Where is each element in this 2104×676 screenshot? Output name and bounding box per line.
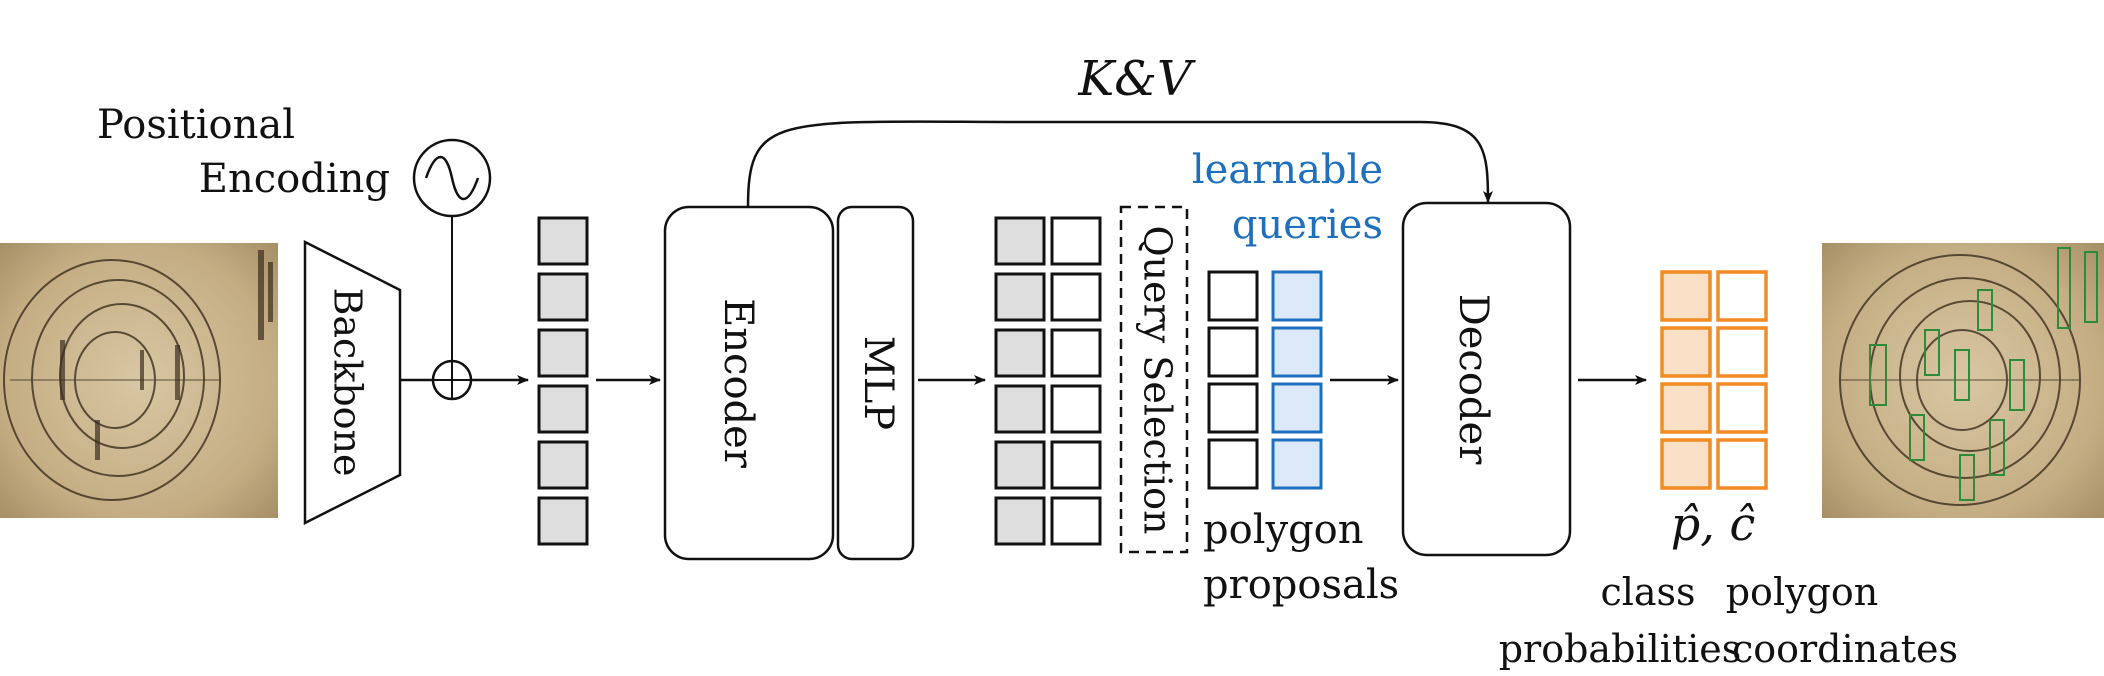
learnable-queries-label-line1: learnable [1192,147,1383,193]
positional-encoding-label-line2: Encoding [199,156,390,202]
output-polygon-boxes [1869,247,2098,501]
add-icon [431,359,473,401]
decoder-block: Decoder [1401,201,1572,557]
sine-wave-icon [412,138,492,218]
mlp-label: MLP [855,336,901,430]
polygon-proposals-label-line1: polygon [1203,507,1364,553]
input-image-scribbles [60,250,273,460]
polygon-coordinates-label-line1: polygon [1726,570,1879,614]
kv-label: K&V [1077,51,1196,107]
input-image [0,243,278,518]
proposal-tokens-gray [994,216,1046,546]
class-probabilities-label-line2: probabilities [1499,627,1742,671]
output-image [1822,243,2104,518]
polygon-proposal-tokens [1207,270,1259,490]
decoder-label: Decoder [1450,294,1496,466]
mlp-block: MLP [836,205,915,561]
class-probabilities-label-line1: class [1600,570,1695,614]
backbone-label: Backbone [326,287,370,476]
proposal-tokens-white [1050,216,1102,546]
polygon-coordinates-label-line2: coordinates [1732,627,1958,671]
learnable-query-tokens [1271,270,1323,490]
query-selection-block: Query Selection [1119,205,1189,554]
polygon-coordinate-tokens [1716,270,1768,490]
learnable-queries-label-line2: queries [1232,202,1383,248]
backbone-block: Backbone [303,239,402,526]
kv-arrow [746,120,1493,208]
class-probability-tokens [1660,270,1712,490]
encoder-label: Encoder [715,298,761,469]
encoder-block: Encoder [663,205,835,561]
output-symbols: p̂, ĉ [1671,497,1755,551]
feature-tokens [537,216,589,546]
polygon-proposals-label-line2: proposals [1203,562,1399,608]
query-selection-label: Query Selection [1136,225,1180,534]
positional-encoding-label-line1: Positional [97,102,295,148]
